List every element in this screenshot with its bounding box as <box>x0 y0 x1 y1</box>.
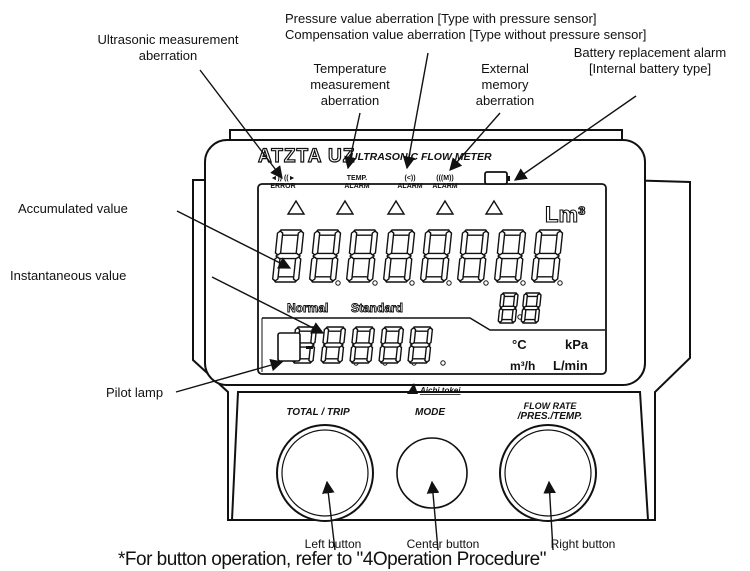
center-button-label: MODE <box>415 407 445 418</box>
product-label: ULTRASONIC FLOW METER <box>350 151 492 163</box>
brand-logo: ATZTA UZ <box>258 146 355 167</box>
arrow-memory <box>449 112 501 171</box>
right-button-label-2: /PRES./TEMP. <box>517 411 583 422</box>
battery-terminal <box>507 176 510 181</box>
arrow-center-button <box>426 480 440 551</box>
accumulated-digits <box>271 229 564 286</box>
accumulated-digit <box>382 229 416 283</box>
callout-ultrasonic-line1: Ultrasonic measurement <box>97 32 239 47</box>
callout-temperature-line2: measurement <box>310 77 390 92</box>
battery-icon <box>484 171 508 185</box>
arrow-pressure <box>402 52 429 170</box>
callout-pilot-lamp: Pilot lamp <box>106 385 164 400</box>
accumulated-digit <box>308 229 342 283</box>
memory-alarm-icon: (((M)) <box>436 175 454 182</box>
display-divider <box>262 317 605 331</box>
standard-label: Standard <box>351 301 403 315</box>
button-operation-note: *For button operation, refer to "4Operat… <box>118 549 546 570</box>
minus-sign <box>306 346 313 349</box>
callout-battery-line1: Battery replacement alarm <box>573 45 727 60</box>
decimal-digit <box>497 292 519 324</box>
decimal-digit <box>520 292 542 324</box>
pressure-alarm-icon: (<)) <box>404 175 415 182</box>
triangle-3 <box>386 199 406 215</box>
temp-alarm-label: ALARM <box>344 183 369 190</box>
callout-temperature-line3: aberration <box>320 93 380 108</box>
callout-temperature: Temperature measurement aberration <box>290 61 410 109</box>
callout-pressure-line1: Pressure value aberration [Type with pre… <box>285 11 597 26</box>
pilot-lamp <box>277 332 301 362</box>
arrow-battery <box>513 95 637 181</box>
arrow-instantaneous <box>211 276 325 334</box>
arrow-pilot <box>175 359 284 393</box>
callout-ultrasonic: Ultrasonic measurement aberration <box>78 32 258 64</box>
ultrasonic-error-icon: ◄)) ((► <box>270 175 295 182</box>
callout-left-button: Left button <box>304 537 362 551</box>
callout-memory-line1: External <box>481 61 529 76</box>
arrow-temperature <box>344 112 361 170</box>
temp-alarm-icon: TEMP. <box>347 175 368 182</box>
decimal-digits <box>497 292 542 324</box>
unit-m3h: m³/h <box>510 359 535 373</box>
maker-logo-mark <box>407 383 418 394</box>
right-button[interactable] <box>499 424 597 522</box>
arrow-right-button <box>543 480 556 551</box>
center-button[interactable] <box>396 437 468 509</box>
unit-lmin: L/min <box>553 358 588 373</box>
callout-memory-line3: aberration <box>475 93 535 108</box>
accumulated-digit <box>345 229 379 283</box>
pressure-alarm-label: ALARM <box>397 183 422 190</box>
callout-temperature-line1: Temperature <box>313 61 387 76</box>
left-button-label: TOTAL / TRIP <box>286 407 350 418</box>
normal-label: Normal <box>287 301 328 315</box>
callout-accumulated: Accumulated value <box>18 201 128 216</box>
callout-memory: External memory aberration <box>455 61 555 109</box>
instantaneous-digit <box>378 326 405 364</box>
instantaneous-digit <box>407 326 434 364</box>
triangle-1 <box>286 199 306 215</box>
arrow-ultrasonic <box>199 69 283 180</box>
callout-right-button: Right button <box>550 537 616 551</box>
right-button-label-1: FLOW RATE <box>524 401 578 411</box>
triangle-2 <box>335 199 355 215</box>
instantaneous-digit <box>320 326 347 364</box>
accumulated-digit <box>271 229 305 283</box>
maker-logo: Aichi tokei <box>419 386 461 395</box>
callout-instantaneous: Instantaneous value <box>10 268 127 283</box>
arrow-left-button <box>322 480 336 551</box>
indicator-row: ◄)) ((► ERROR TEMP. ALARM (<)) ALARM (((… <box>270 175 457 190</box>
triangle-4 <box>435 199 455 215</box>
unit-celsius: °C <box>512 337 527 352</box>
warning-triangles <box>286 199 504 215</box>
memory-alarm-label: ALARM <box>432 183 457 190</box>
left-button[interactable] <box>276 424 374 522</box>
unit-volume-label: Lm³ <box>545 202 585 227</box>
unit-kpa: kPa <box>565 337 589 352</box>
callout-battery: Battery replacement alarm [Internal batt… <box>550 45 750 77</box>
accumulated-digit <box>456 229 490 283</box>
accumulated-digit <box>530 229 564 283</box>
callout-battery-line2: [Internal battery type] <box>588 61 712 76</box>
callout-center-button: Center button <box>406 537 480 551</box>
instantaneous-digit <box>349 326 376 364</box>
accumulated-digit <box>419 229 453 283</box>
ultrasonic-error-label: ERROR <box>270 183 295 190</box>
arrow-accumulated <box>176 210 292 269</box>
callout-pressure: Pressure value aberration [Type with pre… <box>285 11 646 43</box>
callout-ultrasonic-line2: aberration <box>138 48 198 63</box>
callout-pressure-line2: Compensation value aberration [Type with… <box>285 27 647 42</box>
callout-memory-line2: memory <box>481 77 529 92</box>
accumulated-digit <box>493 229 527 283</box>
triangle-5 <box>484 199 504 215</box>
callout-arrows <box>175 52 637 551</box>
